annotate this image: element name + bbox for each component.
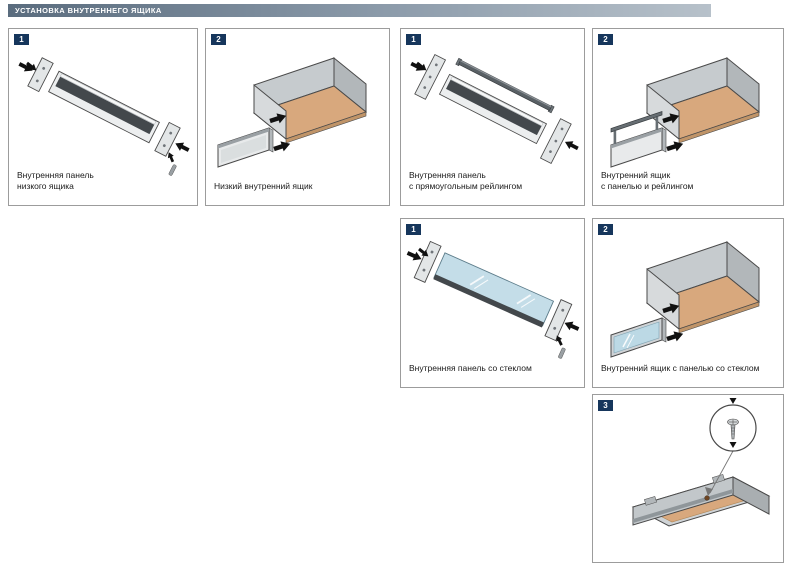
panel-caption: Низкий внутренний ящик — [214, 181, 312, 192]
callout-line — [709, 450, 734, 494]
caption-line: Низкий внутренний ящик — [214, 180, 313, 191]
screw-detail-callout — [709, 404, 757, 452]
section-title: УСТАНОВКА ВНУТРЕННЕГО ЯЩИКА — [15, 6, 162, 15]
glass-pane — [433, 252, 555, 328]
drawer-box — [645, 240, 761, 334]
panel-inner-panel-glass: 1 — [400, 218, 585, 388]
arrow-icon — [418, 247, 429, 257]
step-badge: 2 — [598, 224, 613, 235]
arrow-icon — [564, 141, 579, 151]
panel-low-inner-drawer: 2 Низкий внутренний ящик — [205, 28, 390, 206]
panel-drawer-with-glass: 2 — [592, 218, 784, 388]
step-badge: 3 — [598, 400, 613, 411]
illustration-low-inner-drawer — [217, 56, 368, 168]
exploded-panel-assembly — [18, 57, 190, 176]
arrow-icon — [26, 61, 37, 71]
panel-inner-panel-low-drawer: 1 — [8, 28, 198, 206]
illustration-inner-panel-glass — [406, 240, 580, 359]
arrow-icon — [273, 141, 291, 152]
arrow-icon — [564, 321, 580, 331]
arrow-icon — [662, 303, 680, 314]
arrow-icon — [662, 113, 680, 124]
drawer-box — [252, 56, 368, 144]
left-bracket — [27, 57, 54, 93]
step-badge: 2 — [211, 34, 226, 45]
right-bracket — [544, 299, 573, 342]
fixing-pin — [558, 347, 566, 359]
fixing-pin — [168, 164, 177, 176]
caption-line: с прямоугольным рейлингом — [409, 180, 523, 191]
arrow-icon — [167, 152, 175, 163]
arrow-icon — [175, 142, 190, 152]
panel-caption: Внутренняя панель со стеклом — [409, 363, 532, 374]
caption-line: Внутренняя панель — [17, 169, 94, 180]
left-bracket — [414, 54, 447, 100]
arrow-icon — [269, 113, 287, 124]
section-header: УСТАНОВКА ВНУТРЕННЕГО ЯЩИКА — [8, 4, 711, 17]
inner-panel — [438, 73, 548, 145]
front-panel — [217, 127, 274, 168]
step-badge: 1 — [406, 224, 421, 235]
exploded-glass-assembly — [406, 240, 580, 359]
illustration-drawer-with-glass — [610, 240, 761, 358]
arrow-icon — [729, 398, 737, 404]
arrow-icon — [556, 335, 563, 346]
caption-line: Внутренняя панель со стеклом — [409, 362, 532, 373]
railing-bar — [455, 57, 555, 114]
caption-line: с панелью и рейлингом — [601, 180, 694, 191]
caption-line: Внутренний ящик — [601, 169, 671, 180]
step-badge: 2 — [598, 34, 613, 45]
right-bracket — [154, 121, 181, 157]
exploded-panel-assembly — [410, 54, 579, 164]
arrow-icon — [406, 251, 422, 261]
drawer-box — [645, 56, 761, 144]
step-badge: 1 — [14, 34, 29, 45]
panel-caption: Внутренний ящик с панелью и рейлингом — [601, 170, 693, 192]
panel-inner-panel-railing: 1 — [400, 28, 585, 206]
inner-panel — [48, 70, 160, 144]
step-badge: 1 — [406, 34, 421, 45]
arrow-icon — [666, 331, 684, 342]
caption-line: низкого ящика — [17, 180, 74, 191]
arrow-icon — [416, 61, 427, 71]
arrow-icon — [18, 62, 33, 72]
illustration-inner-panel-railing — [410, 54, 579, 164]
illustration-drawer-with-railing — [610, 56, 761, 168]
front-panel-with-railing — [610, 111, 667, 168]
callout-arrowhead — [705, 487, 713, 496]
panel-caption: Внутренняя панель с прямоугольным рейлин… — [409, 170, 522, 192]
caption-line: Внутренний ящик с панелью со стеклом — [601, 362, 760, 373]
caption-line: Внутренняя панель — [409, 169, 486, 180]
panel-screw-fixing-detail: 3 — [592, 394, 784, 563]
illustration-screw-fixing — [631, 398, 771, 527]
illustration-inner-panel-low-drawer — [18, 57, 190, 176]
front-panel-glass — [610, 317, 667, 358]
panel-drawer-with-railing: 2 — [592, 28, 784, 206]
assembled-drawer-bottom — [631, 474, 771, 527]
left-bracket — [413, 240, 442, 283]
panel-caption: Внутренний ящик с панелью со стеклом — [601, 363, 760, 374]
right-bracket — [539, 118, 572, 164]
arrow-icon — [666, 141, 684, 152]
panel-caption: Внутренняя панель низкого ящика — [17, 170, 94, 192]
